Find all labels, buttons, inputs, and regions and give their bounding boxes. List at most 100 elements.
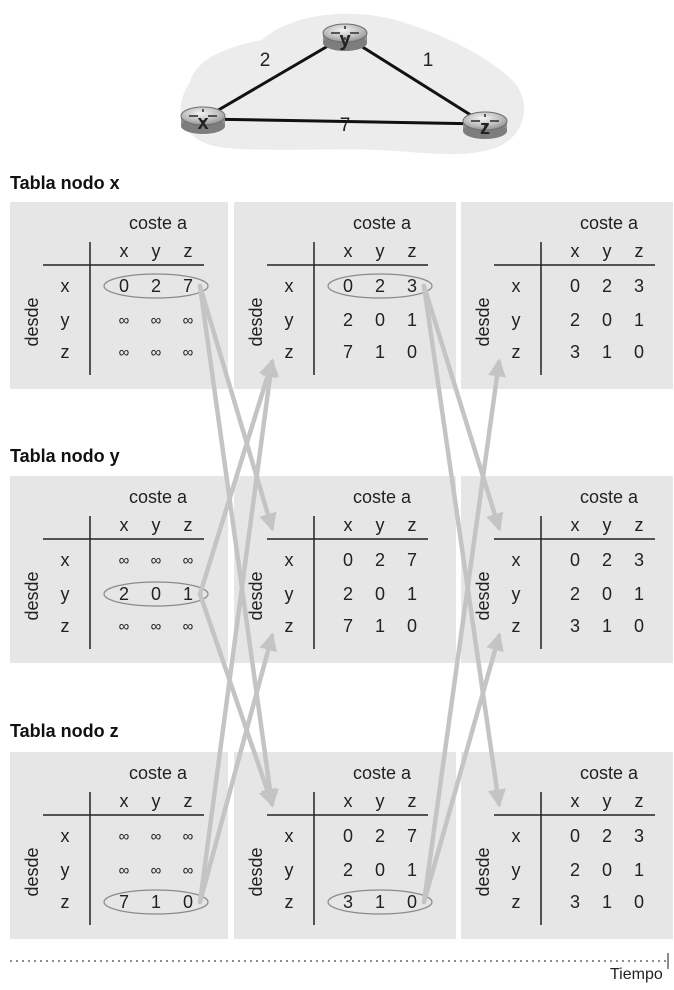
- cell-value: 7: [119, 892, 129, 912]
- row-label-z: z: [512, 342, 521, 362]
- cell-value: ∞: [151, 312, 162, 329]
- cell-value: ∞: [119, 618, 130, 635]
- link-y-z: [344, 34, 486, 126]
- side-label: desde: [22, 847, 42, 896]
- router-z-label: z: [480, 117, 490, 139]
- row-label-z: z: [61, 616, 70, 636]
- update-arrow: [421, 632, 504, 905]
- row-label-z: z: [512, 892, 521, 912]
- col-label-z: z: [408, 241, 417, 261]
- cell-value: 1: [634, 860, 644, 880]
- table-header-label: coste a: [129, 487, 188, 507]
- cell-value: ∞: [183, 618, 194, 635]
- update-arrow: [421, 283, 504, 532]
- link-cost-x-z: 7: [340, 115, 351, 136]
- circled-row-highlight: [327, 889, 433, 915]
- cell-value: 0: [151, 584, 161, 604]
- row-label-z: z: [285, 342, 294, 362]
- update-arrow: [421, 358, 506, 905]
- side-label: desde: [22, 297, 42, 346]
- table-header-label: coste a: [353, 763, 412, 783]
- row-label-x: x: [285, 276, 294, 296]
- cell-value: 3: [343, 892, 353, 912]
- table-panel: [10, 476, 228, 663]
- table-header-label: coste a: [353, 213, 412, 233]
- cell-value: 1: [375, 616, 385, 636]
- cell-value: 3: [407, 276, 417, 296]
- side-label: desde: [246, 297, 266, 346]
- section-title-x: Tabla nodo x: [10, 173, 120, 193]
- cell-value: 0: [634, 342, 644, 362]
- cell-value: 0: [375, 584, 385, 604]
- col-label-z: z: [184, 791, 193, 811]
- cell-value: 3: [570, 342, 580, 362]
- update-arrow: [197, 358, 280, 905]
- cell-value: 0: [407, 892, 417, 912]
- col-label-x: x: [571, 241, 580, 261]
- cell-value: 2: [343, 860, 353, 880]
- table-panel: [461, 202, 673, 389]
- row-label-x: x: [61, 826, 70, 846]
- row-label-y: y: [512, 860, 521, 880]
- link-x-y: [202, 34, 346, 121]
- section-title-z: Tabla nodo z: [10, 721, 119, 741]
- cell-value: 0: [602, 584, 612, 604]
- row-label-y: y: [61, 860, 70, 880]
- cell-value: ∞: [183, 862, 194, 879]
- table-header-label: coste a: [129, 763, 188, 783]
- col-label-y: y: [603, 241, 612, 261]
- row-label-z: z: [285, 892, 294, 912]
- cell-value: 0: [343, 276, 353, 296]
- cell-value: 2: [375, 276, 385, 296]
- update-arrow: [197, 632, 277, 905]
- cell-value: 1: [183, 584, 193, 604]
- cell-value: 0: [570, 826, 580, 846]
- col-label-x: x: [571, 515, 580, 535]
- cell-value: 0: [375, 310, 385, 330]
- cell-value: 3: [634, 550, 644, 570]
- side-label: desde: [246, 571, 266, 620]
- cell-value: 0: [183, 892, 193, 912]
- cell-value: 1: [375, 892, 385, 912]
- cell-value: 0: [407, 616, 417, 636]
- cell-value: 0: [375, 860, 385, 880]
- link-cost-x-y: 2: [260, 50, 271, 71]
- table-header-label: coste a: [353, 487, 412, 507]
- circled-row-highlight: [103, 889, 209, 915]
- cell-value: 2: [570, 860, 580, 880]
- cell-value: 0: [570, 550, 580, 570]
- row-label-y: y: [285, 860, 294, 880]
- cell-value: 3: [570, 616, 580, 636]
- update-arrow: [197, 283, 279, 808]
- col-label-z: z: [635, 515, 644, 535]
- row-label-z: z: [285, 616, 294, 636]
- table-panel: [10, 202, 228, 389]
- cell-value: 0: [634, 892, 644, 912]
- col-label-z: z: [635, 791, 644, 811]
- time-label: Tiempo: [610, 966, 663, 983]
- cell-value: 1: [151, 892, 161, 912]
- cell-value: 2: [375, 826, 385, 846]
- cell-value: 0: [602, 310, 612, 330]
- side-label: desde: [473, 571, 493, 620]
- cell-value: 7: [343, 616, 353, 636]
- table-header-label: coste a: [580, 763, 639, 783]
- row-label-y: y: [285, 310, 294, 330]
- row-label-z: z: [512, 616, 521, 636]
- cell-value: ∞: [183, 828, 194, 845]
- table-panel: [10, 752, 228, 939]
- col-label-z: z: [184, 515, 193, 535]
- row-label-z: z: [61, 892, 70, 912]
- cell-value: 0: [602, 860, 612, 880]
- cell-value: 2: [119, 584, 129, 604]
- col-label-z: z: [408, 791, 417, 811]
- circled-row-highlight: [103, 273, 209, 299]
- row-label-x: x: [61, 276, 70, 296]
- col-label-y: y: [603, 515, 612, 535]
